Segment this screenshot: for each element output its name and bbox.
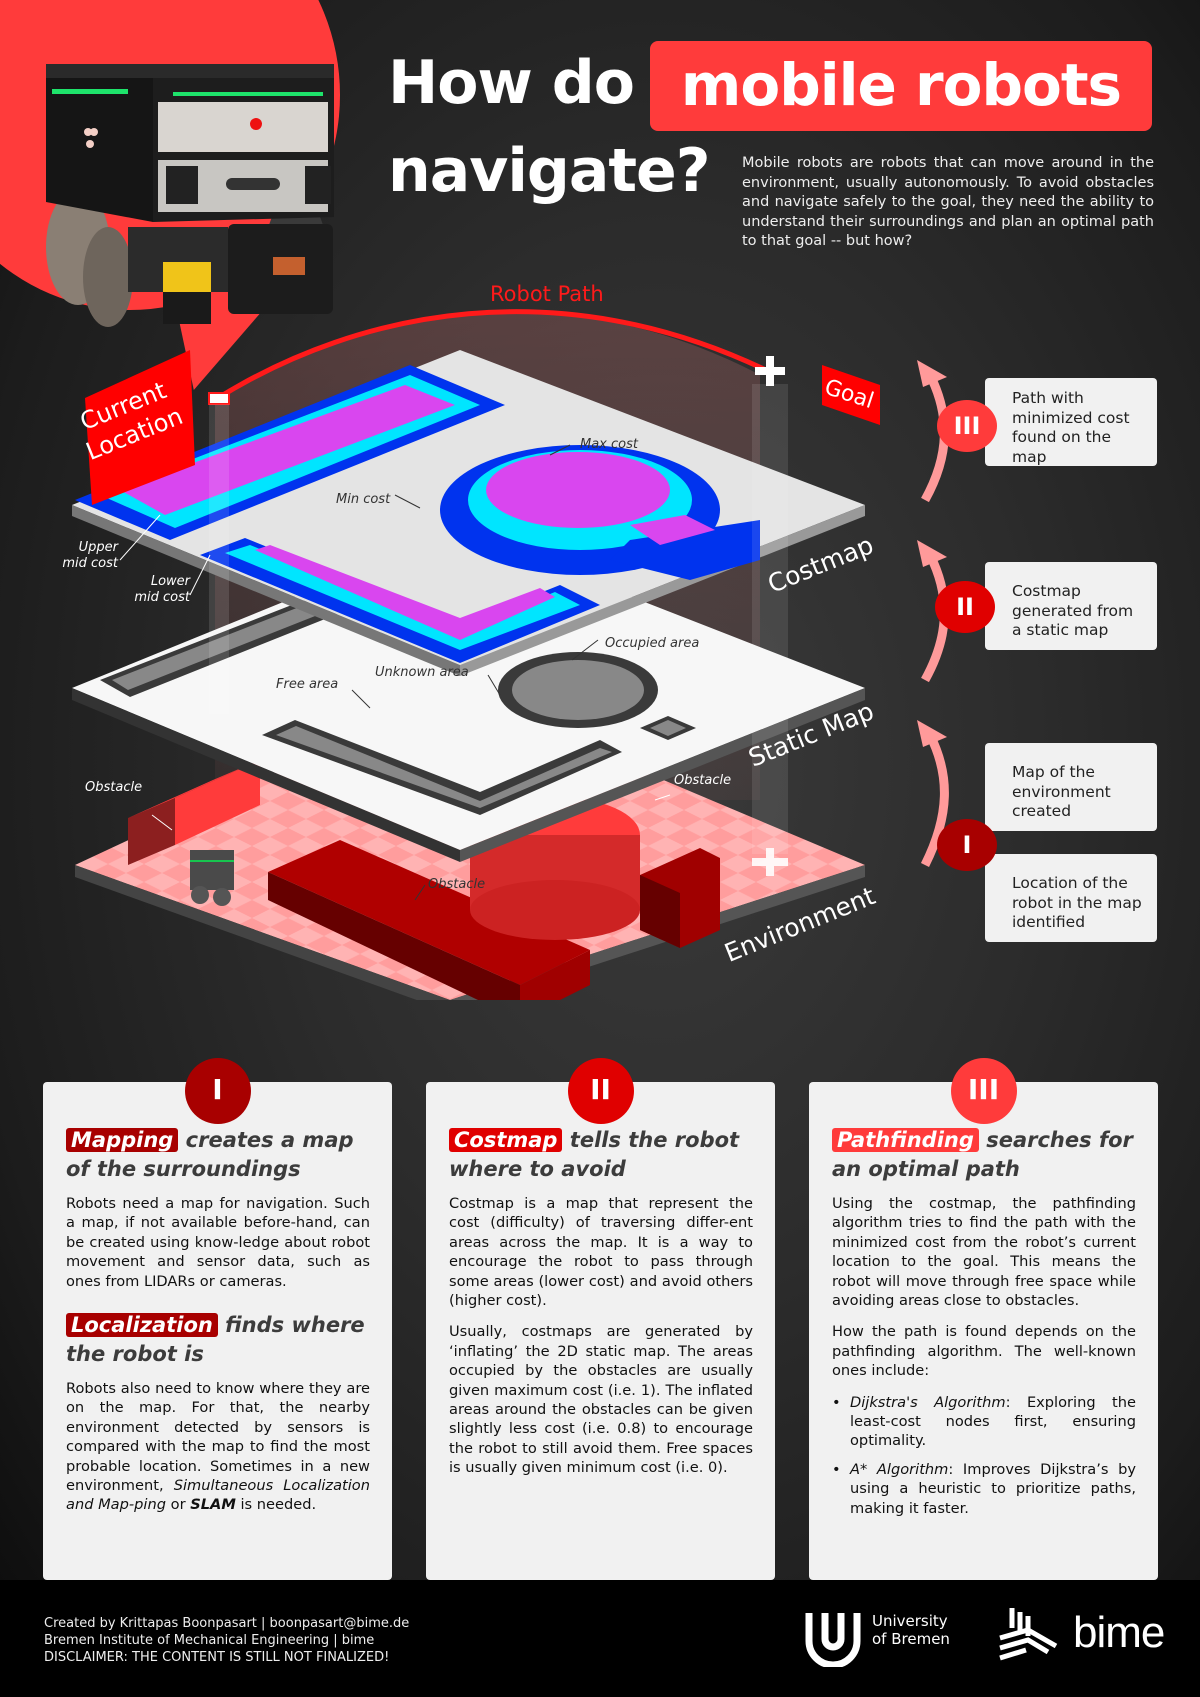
step-badge-ii: II [935, 581, 995, 633]
algorithm-dijkstra: Dijkstra's Algorithm: Exploring the leas… [832, 1393, 1136, 1451]
algorithm-list: Dijkstra's Algorithm: Exploring the leas… [832, 1393, 1136, 1518]
card-heading-costmap: Costmap tells the robot where to avoid [449, 1128, 740, 1181]
footer-background [0, 1580, 1200, 1697]
step-card-i-location: Location of the robot in the map identif… [985, 854, 1157, 942]
footer-credits: Created by Krittapas Boonpasart | boonpa… [44, 1616, 410, 1665]
card-badge-ii: II [567, 1058, 634, 1124]
card-heading-mapping: Mapping creates a map of the surrounding… [66, 1128, 354, 1181]
layer-stack-illustration [72, 309, 880, 1000]
annotation-upper-mid-cost: Upper mid cost [62, 540, 118, 571]
card-badge-iii: III [950, 1058, 1017, 1124]
annotation-lower-mid-cost: Lower mid cost [134, 574, 190, 605]
bime-logo-icon [999, 1608, 1058, 1661]
annotation-min-cost: Min cost [336, 492, 391, 507]
static-map-layer [72, 530, 865, 850]
card-pathfinding: III Pathfinding searches for an optimal … [809, 1058, 1158, 1580]
card-badge-i: I [184, 1058, 251, 1124]
robot-path-label: Robot Path [490, 282, 604, 306]
card-body-pathfinding: Using the costmap, the pathfinding algor… [832, 1195, 1136, 1310]
annotation-free-area: Free area [276, 677, 339, 692]
title-line1: How do [388, 48, 635, 118]
robot-photo [46, 64, 334, 327]
card-body-pathfinding-2: How the path is found depends on the pat… [832, 1323, 1136, 1380]
step-badge-i: I [937, 819, 997, 871]
annotation-max-cost: Max cost [580, 437, 638, 452]
algorithm-astar: A* Algorithm: Improves Dijkstra’s by usi… [832, 1460, 1136, 1518]
title-highlight-box: mobile robots [650, 41, 1152, 131]
card-body-costmap: Costmap is a map that represent the cost… [449, 1195, 753, 1310]
title-highlight: mobile robots [680, 51, 1122, 119]
navigation-layer-diagram: Robot Path Current Location Goal Costmap… [0, 260, 900, 1000]
bime-wordmark: bime [1073, 1608, 1165, 1657]
card-mapping: I Mapping creates a map of the surroundi… [43, 1058, 392, 1580]
card-body-mapping: Robots need a map for navigation. Such a… [66, 1195, 370, 1290]
annotation-unknown-area: Unknown area [375, 665, 469, 680]
annotation-obstacle-right: Obstacle [674, 773, 732, 788]
annotation-obstacle-center: Obstacle [428, 877, 486, 892]
university-of-bremen-wordmark: University of Bremen [872, 1612, 950, 1648]
card-body-costmap-2: Usually, costmaps are generated by ‘infl… [449, 1323, 753, 1477]
step-card-iii: Path with minimized cost found on the ma… [985, 378, 1157, 466]
title-line2: navigate? [388, 136, 710, 206]
university-of-bremen-logo-icon [805, 1613, 861, 1667]
step-card-i-map: Map of the environment created [985, 743, 1157, 831]
annotation-obstacle-left: Obstacle [85, 780, 143, 795]
step-badge-iii: III [937, 400, 997, 452]
step-card-ii: Costmap generated from a static map [985, 562, 1157, 650]
card-costmap: II Costmap tells the robot where to avoi… [426, 1058, 775, 1580]
card-heading-localization: Localization finds where the robot is [66, 1313, 365, 1367]
card-body-localization: Robots also need to know where they are … [66, 1380, 370, 1514]
intro-text: Mobile robots are robots that can move a… [742, 155, 1154, 249]
annotation-occupied-area: Occupied area [605, 636, 700, 651]
card-heading-pathfinding: Pathfinding searches for an optimal path [832, 1128, 1133, 1181]
